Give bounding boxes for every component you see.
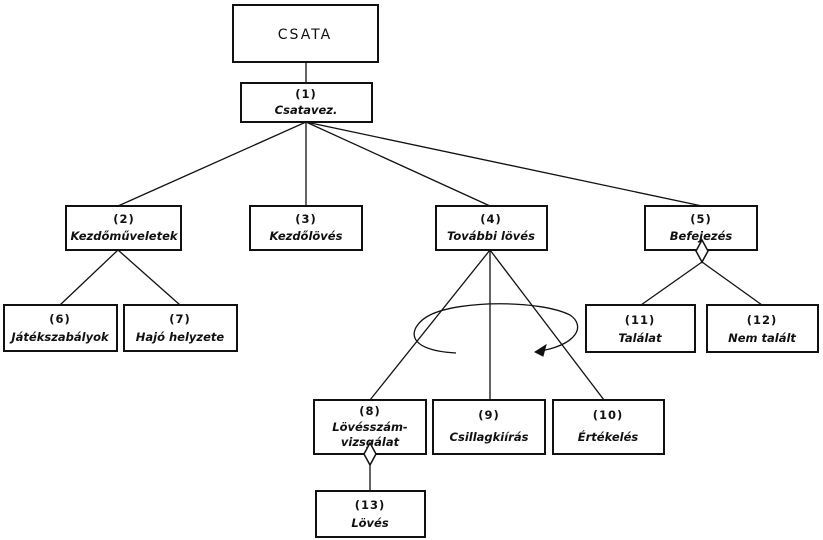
node-11-label: Találat bbox=[618, 331, 662, 345]
node-3-label: Kezdőlövés bbox=[270, 229, 343, 243]
node-13: (13) Lövés bbox=[315, 490, 426, 538]
link-5-12 bbox=[701, 261, 763, 306]
node-3-number: (3) bbox=[295, 212, 317, 226]
node-1: (1) Csatavez. bbox=[240, 82, 373, 123]
link-2-6 bbox=[59, 249, 119, 306]
node-2: (2) Kezdőműveletek bbox=[65, 205, 182, 251]
node-10: (10) Értékelés bbox=[552, 399, 665, 455]
root-label: CSATA bbox=[278, 27, 332, 43]
node-2-label: Kezdőműveletek bbox=[70, 229, 178, 243]
link-4-8 bbox=[369, 249, 491, 401]
node-root: CSATA bbox=[232, 4, 379, 63]
node-4-label: További lövés bbox=[447, 229, 535, 243]
node-7-label: Hajó helyzete bbox=[136, 330, 225, 344]
node-1-number: (1) bbox=[295, 87, 317, 101]
node-10-label: Értékelés bbox=[578, 429, 639, 444]
node-11: (11) Találat bbox=[585, 304, 696, 353]
node-12-number: (12) bbox=[747, 313, 778, 327]
selection-diamond-icon bbox=[363, 441, 377, 467]
node-3: (3) Kezdőlövés bbox=[249, 205, 363, 251]
link-1-2 bbox=[117, 121, 307, 207]
node-6-label: Játékszabályok bbox=[9, 330, 110, 344]
node-13-number: (13) bbox=[355, 498, 386, 512]
iteration-loop-arrow bbox=[413, 303, 579, 357]
node-9: (9) Csillagkiírás bbox=[432, 399, 546, 455]
node-7: (7) Hajó helyzete bbox=[123, 304, 238, 352]
selection-diamond-icon bbox=[695, 238, 709, 264]
node-8-number: (8) bbox=[359, 404, 381, 418]
node-13-label: Lövés bbox=[351, 516, 389, 530]
node-4: (4) További lövés bbox=[435, 205, 548, 251]
node-5-number: (5) bbox=[690, 212, 712, 226]
node-1-label: Csatavez. bbox=[275, 103, 338, 117]
link-2-7 bbox=[117, 249, 181, 306]
link-1-4 bbox=[305, 121, 491, 207]
link-1-5 bbox=[305, 121, 703, 207]
node-6-number: (6) bbox=[49, 312, 71, 326]
link-5-11 bbox=[640, 261, 703, 306]
node-10-number: (10) bbox=[593, 408, 624, 422]
link-4-10 bbox=[489, 249, 605, 401]
node-9-number: (9) bbox=[478, 408, 500, 422]
node-9-label: Csillagkiírás bbox=[450, 430, 529, 444]
node-12: (12) Nem talált bbox=[706, 304, 819, 353]
node-5-label: Befejezés bbox=[670, 229, 733, 243]
node-6: (6) Játékszabályok bbox=[3, 304, 118, 352]
node-7-number: (7) bbox=[169, 312, 191, 326]
node-8-label-line1: Lövésszám- bbox=[332, 420, 408, 434]
node-4-number: (4) bbox=[480, 212, 502, 226]
node-12-label: Nem talált bbox=[728, 331, 796, 345]
node-2-number: (2) bbox=[113, 212, 135, 226]
connectors bbox=[59, 62, 763, 491]
node-11-number: (11) bbox=[625, 313, 656, 327]
